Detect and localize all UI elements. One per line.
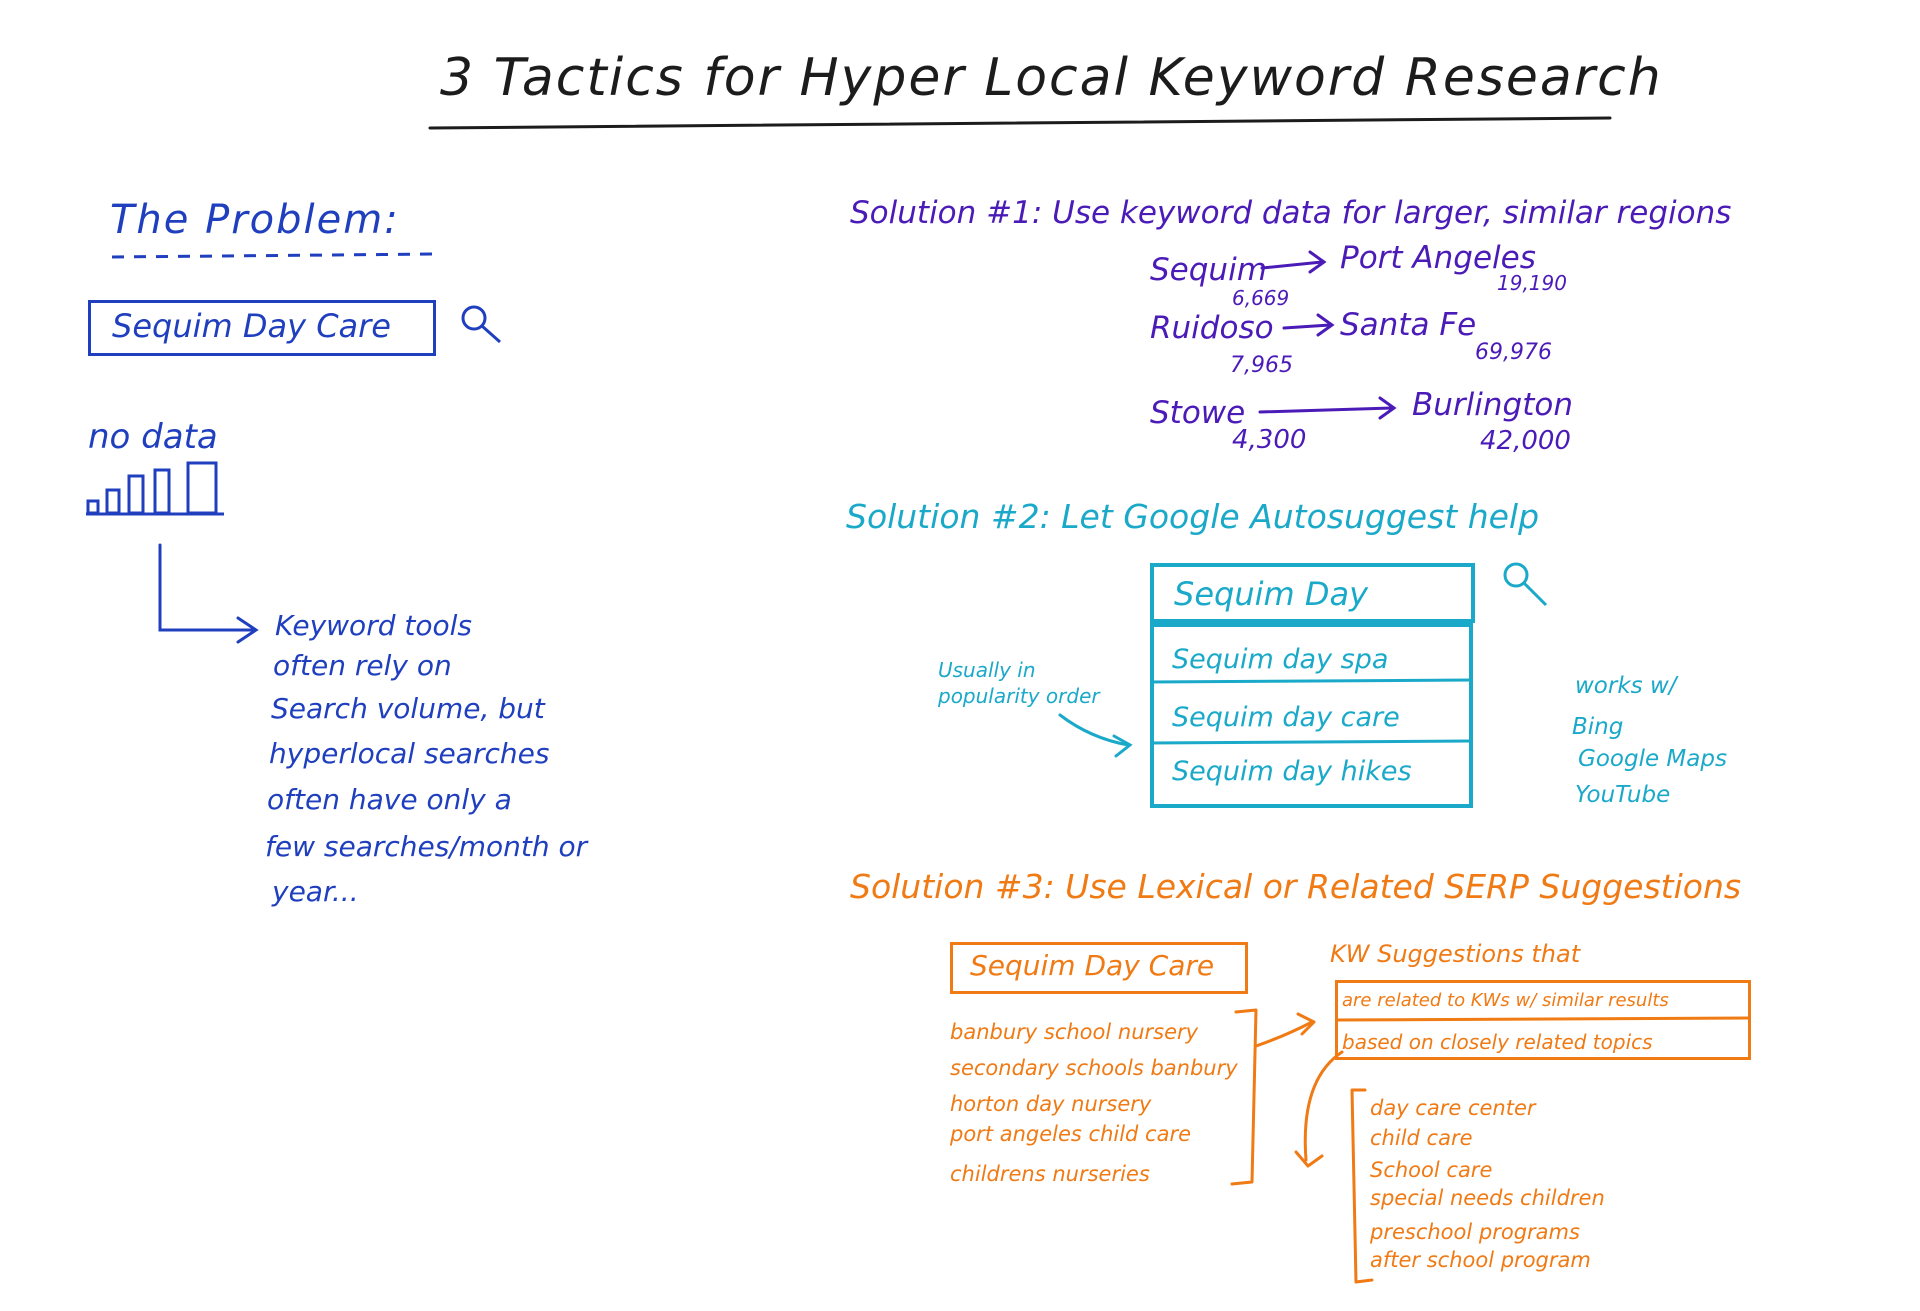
serp-search-text: Sequim Day Care: [970, 949, 1215, 982]
city-to: Port Angeles: [1340, 240, 1536, 276]
city-to-pop: 69,976: [1475, 340, 1552, 365]
works-with-item: YouTube: [1575, 782, 1671, 808]
problem-search-text: Sequim Day Care: [112, 307, 391, 345]
problem-note-line: often have only a: [267, 783, 512, 816]
related-search: port angeles child care: [950, 1122, 1192, 1146]
problem-note-line: year...: [272, 875, 359, 908]
order-note-line: popularity order: [938, 684, 1100, 708]
kw-type: are related to KWs w/ similar results: [1342, 990, 1669, 1011]
problem-note-line: hyperlocal searches: [269, 737, 550, 770]
autosuggest-search-box: [1150, 563, 1475, 623]
problem-heading: The Problem:: [110, 197, 400, 243]
works-with-label: works w/: [1575, 673, 1677, 699]
solution1-heading: Solution #1: Use keyword data for larger…: [850, 195, 1732, 231]
city-from-pop: 7,965: [1230, 353, 1293, 378]
city-from-pop: 4,300: [1232, 425, 1307, 455]
page-title: 3 Tactics for Hyper Local Keyword Resear…: [440, 48, 1663, 108]
kw-suggestions-heading: KW Suggestions that: [1330, 940, 1581, 968]
related-search: childrens nurseries: [950, 1162, 1150, 1186]
city-to-pop: 42,000: [1480, 426, 1571, 456]
city-to: Santa Fe: [1340, 307, 1477, 343]
solution3-heading: Solution #3: Use Lexical or Related SERP…: [850, 867, 1742, 906]
city-from: Ruidoso: [1150, 310, 1274, 346]
autosuggest-suggestion: Sequim day spa: [1172, 644, 1389, 675]
works-with-item: Google Maps: [1578, 746, 1727, 772]
city-to-pop: 19,190: [1497, 271, 1567, 295]
autosuggest-suggestion: Sequim day care: [1172, 702, 1400, 733]
topic: after school program: [1370, 1248, 1591, 1272]
related-search: banbury school nursery: [950, 1020, 1199, 1044]
topic: day care center: [1370, 1096, 1536, 1120]
city-from-pop: 6,669: [1232, 286, 1290, 310]
problem-search-box: [88, 300, 436, 356]
no-data-label: no data: [88, 417, 218, 457]
topic: child care: [1370, 1126, 1473, 1150]
city-from: Stowe: [1150, 395, 1246, 431]
topic: special needs children: [1370, 1186, 1605, 1210]
related-search: horton day nursery: [950, 1092, 1152, 1116]
problem-note-line: Keyword tools: [275, 609, 472, 642]
autosuggest-query: Sequim Day: [1174, 575, 1369, 613]
order-note-line: Usually in: [938, 658, 1036, 682]
problem-note-line: often rely on: [273, 649, 452, 682]
city-from: Sequim: [1150, 252, 1267, 288]
solution2-heading: Solution #2: Let Google Autosuggest help: [846, 497, 1540, 536]
related-search: secondary schools banbury: [950, 1056, 1238, 1080]
autosuggest-suggestion: Sequim day hikes: [1172, 756, 1412, 787]
kw-type: based on closely related topics: [1342, 1030, 1653, 1054]
works-with-item: Bing: [1572, 714, 1624, 740]
serp-search-box: [950, 942, 1248, 994]
topic: School care: [1370, 1158, 1493, 1182]
autosuggest-dropdown: [1150, 623, 1473, 808]
problem-note-line: Search volume, but: [271, 692, 545, 725]
problem-note-line: few searches/month or: [265, 830, 588, 863]
city-to: Burlington: [1412, 387, 1573, 423]
topic: preschool programs: [1370, 1220, 1580, 1244]
